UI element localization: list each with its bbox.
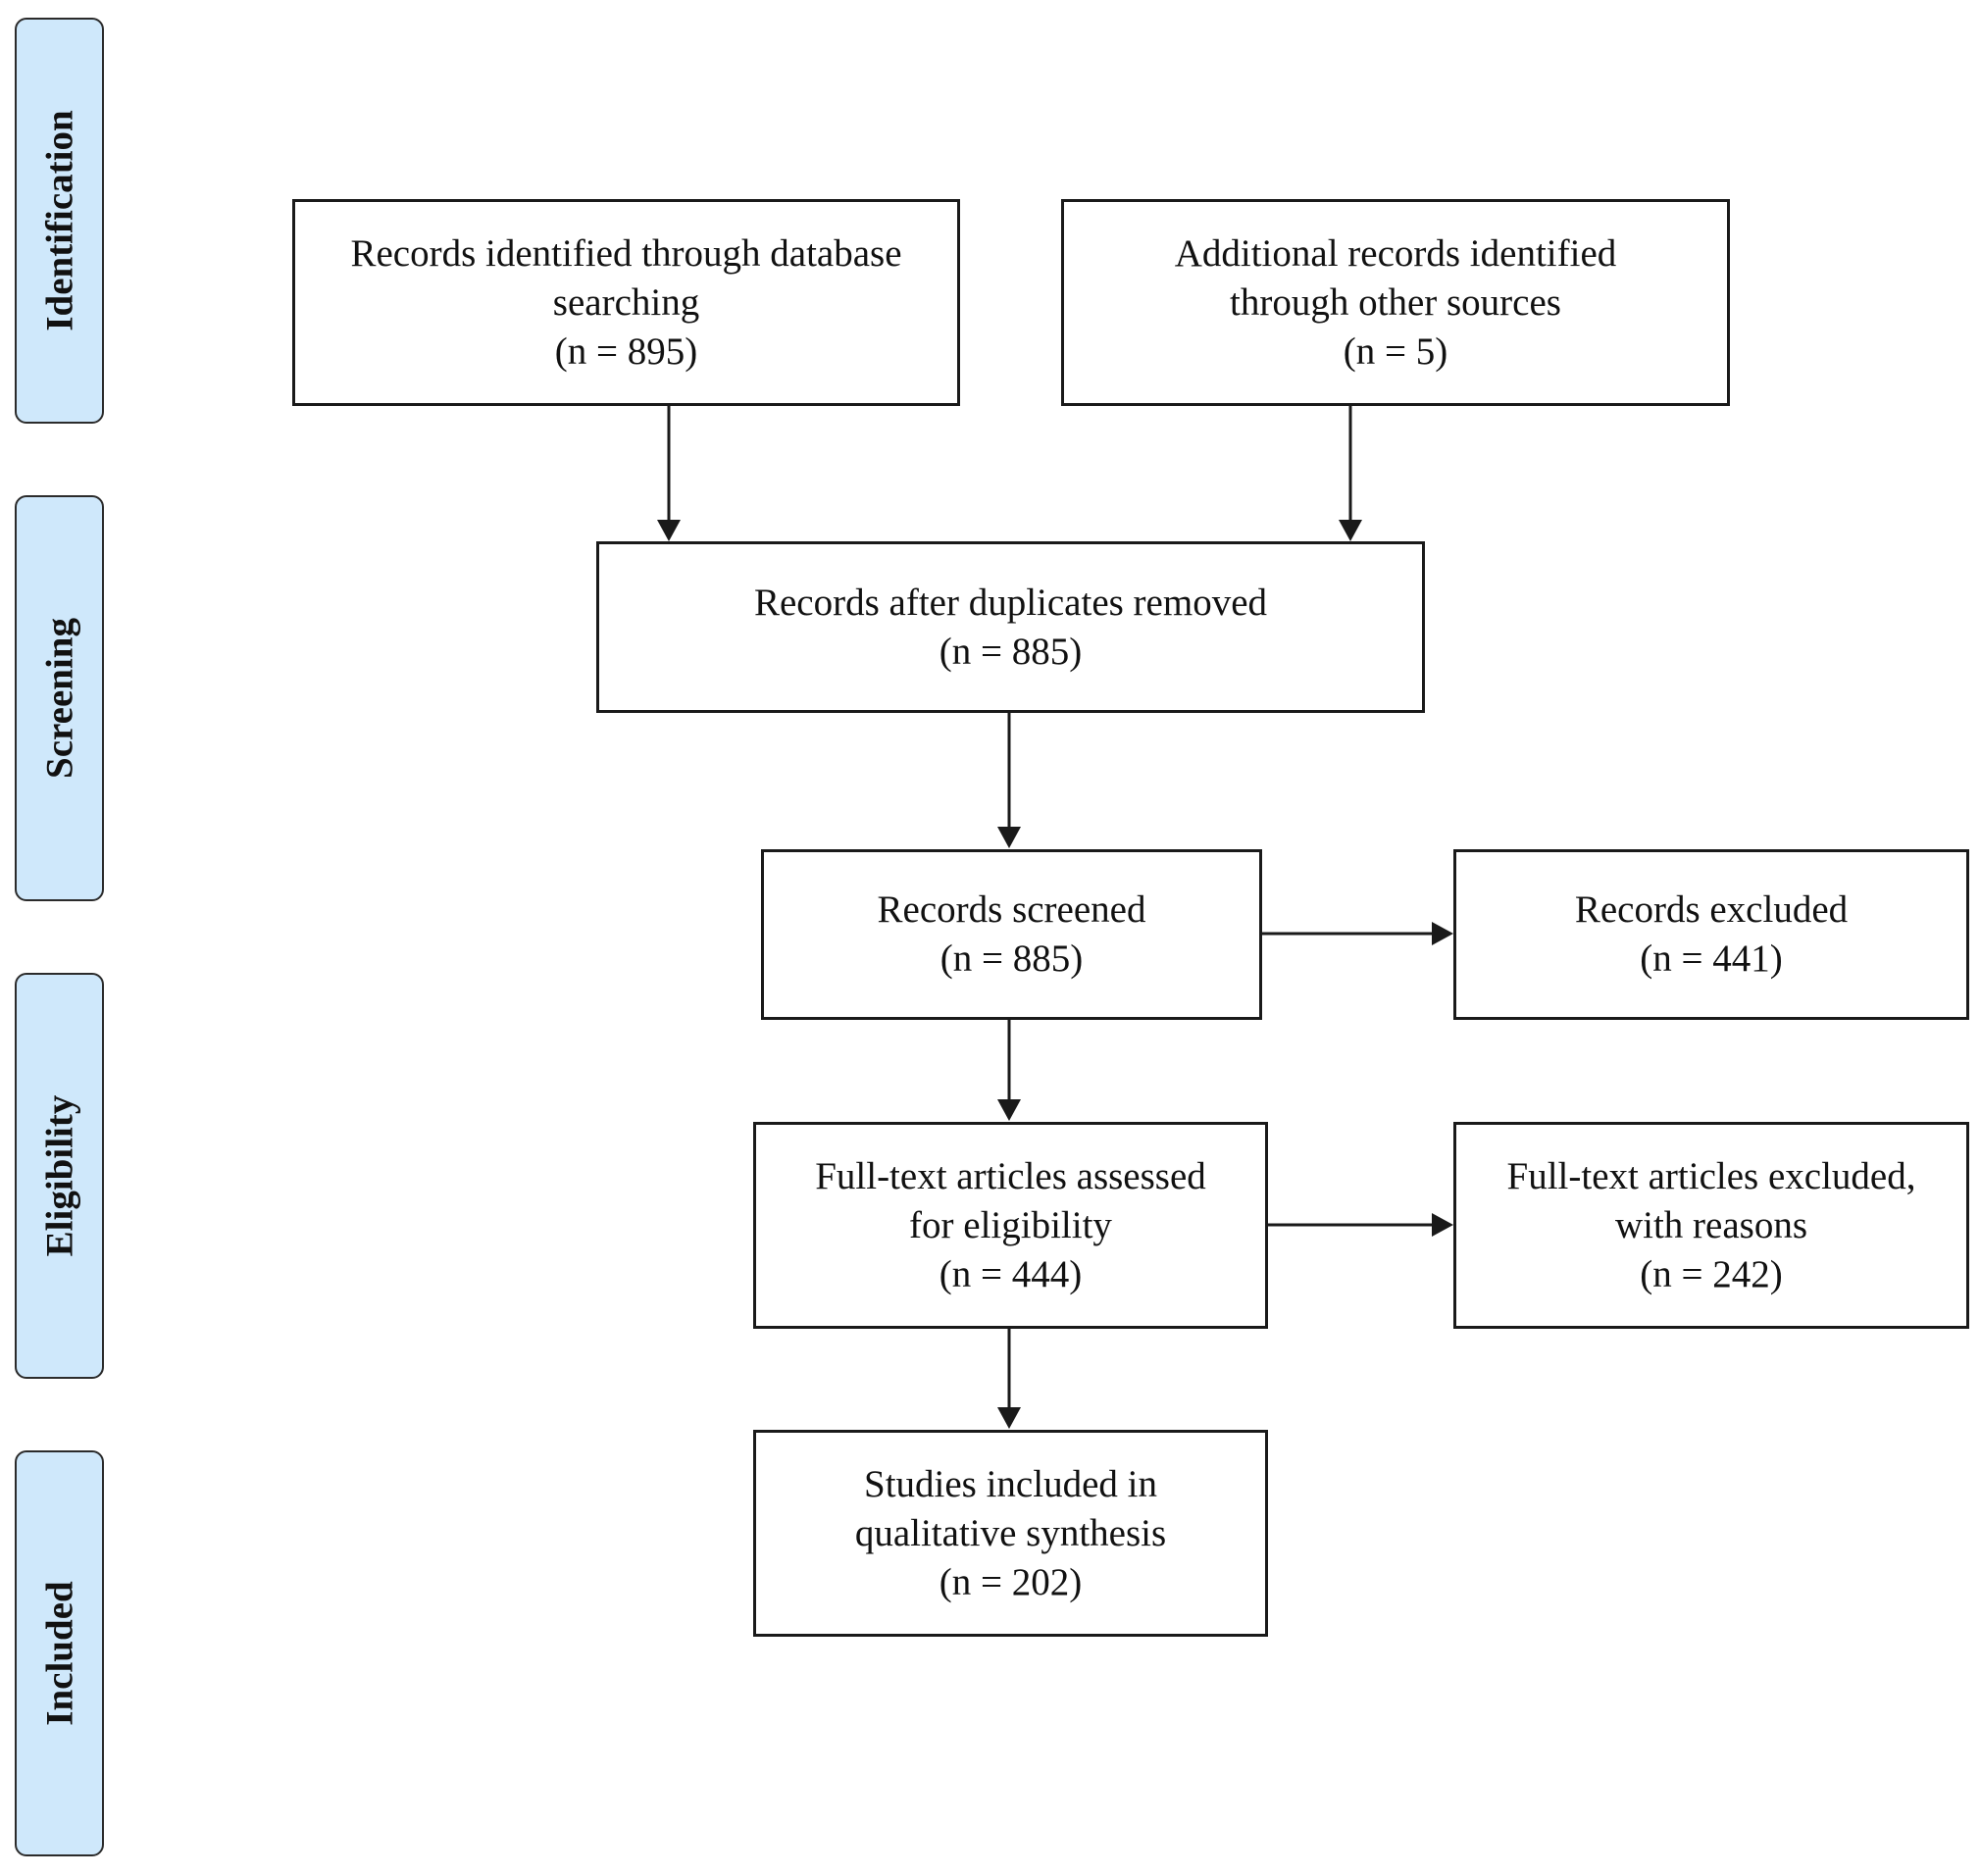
box-database-search-line2: searching <box>552 280 700 324</box>
arrowhead-database <box>657 520 681 541</box>
box-full-text-excluded-line2: with reasons <box>1614 1203 1808 1246</box>
box-database-search-line1: Records identified through database <box>350 231 902 275</box>
arrowhead-fulltext-excluded <box>1432 1213 1453 1237</box>
box-database-search: Records identified through database sear… <box>292 199 960 406</box>
phase-included: Included <box>15 1450 104 1856</box>
box-records-excluded-line1: Records excluded <box>1574 888 1849 931</box>
box-full-text-excluded-line1: Full-text articles excluded, <box>1506 1154 1916 1197</box>
box-other-sources-line1: Additional records identified <box>1174 231 1617 275</box>
box-duplicates-removed: Records after duplicates removed (n = 88… <box>596 541 1425 713</box>
phase-eligibility: Eligibility <box>15 973 104 1379</box>
box-records-screened: Records screened (n = 885) <box>761 849 1262 1020</box>
box-other-sources-line2: through other sources <box>1230 280 1561 324</box>
box-records-excluded-count: (n = 441) <box>1640 938 1783 980</box>
arrowhead-included <box>997 1407 1021 1429</box>
box-studies-included-line2: qualitative synthesis <box>854 1511 1167 1554</box>
box-other-sources: Additional records identified through ot… <box>1061 199 1730 406</box>
box-studies-included: Studies included in qualitative synthesi… <box>753 1430 1268 1637</box>
arrowhead-fulltext <box>997 1099 1021 1121</box>
phase-screening: Screening <box>15 495 104 901</box>
box-duplicates-removed-line1: Records after duplicates removed <box>753 581 1268 624</box>
box-full-text-excluded-count: (n = 242) <box>1640 1252 1783 1295</box>
box-full-text-assessed-line1: Full-text articles assessed <box>815 1154 1206 1197</box>
box-database-search-count: (n = 895) <box>554 330 698 373</box>
box-studies-included-count: (n = 202) <box>939 1560 1083 1603</box>
box-records-screened-count: (n = 885) <box>939 938 1084 980</box>
box-full-text-assessed-line2: for eligibility <box>909 1203 1112 1246</box>
box-records-excluded: Records excluded (n = 441) <box>1453 849 1969 1020</box>
arrowhead-other <box>1339 520 1362 541</box>
box-full-text-assessed: Full-text articles assessed for eligibil… <box>753 1122 1268 1329</box>
arrowhead-excluded <box>1432 922 1453 945</box>
phase-identification: Identification <box>15 18 104 424</box>
box-full-text-assessed-count: (n = 444) <box>939 1252 1083 1295</box>
box-records-screened-line1: Records screened <box>877 888 1146 931</box>
box-studies-included-line1: Studies included in <box>864 1462 1157 1505</box>
box-other-sources-count: (n = 5) <box>1343 330 1448 373</box>
box-duplicates-removed-count: (n = 885) <box>939 630 1083 673</box>
arrowhead-screened <box>997 827 1021 848</box>
box-full-text-excluded: Full-text articles excluded, with reason… <box>1453 1122 1969 1329</box>
